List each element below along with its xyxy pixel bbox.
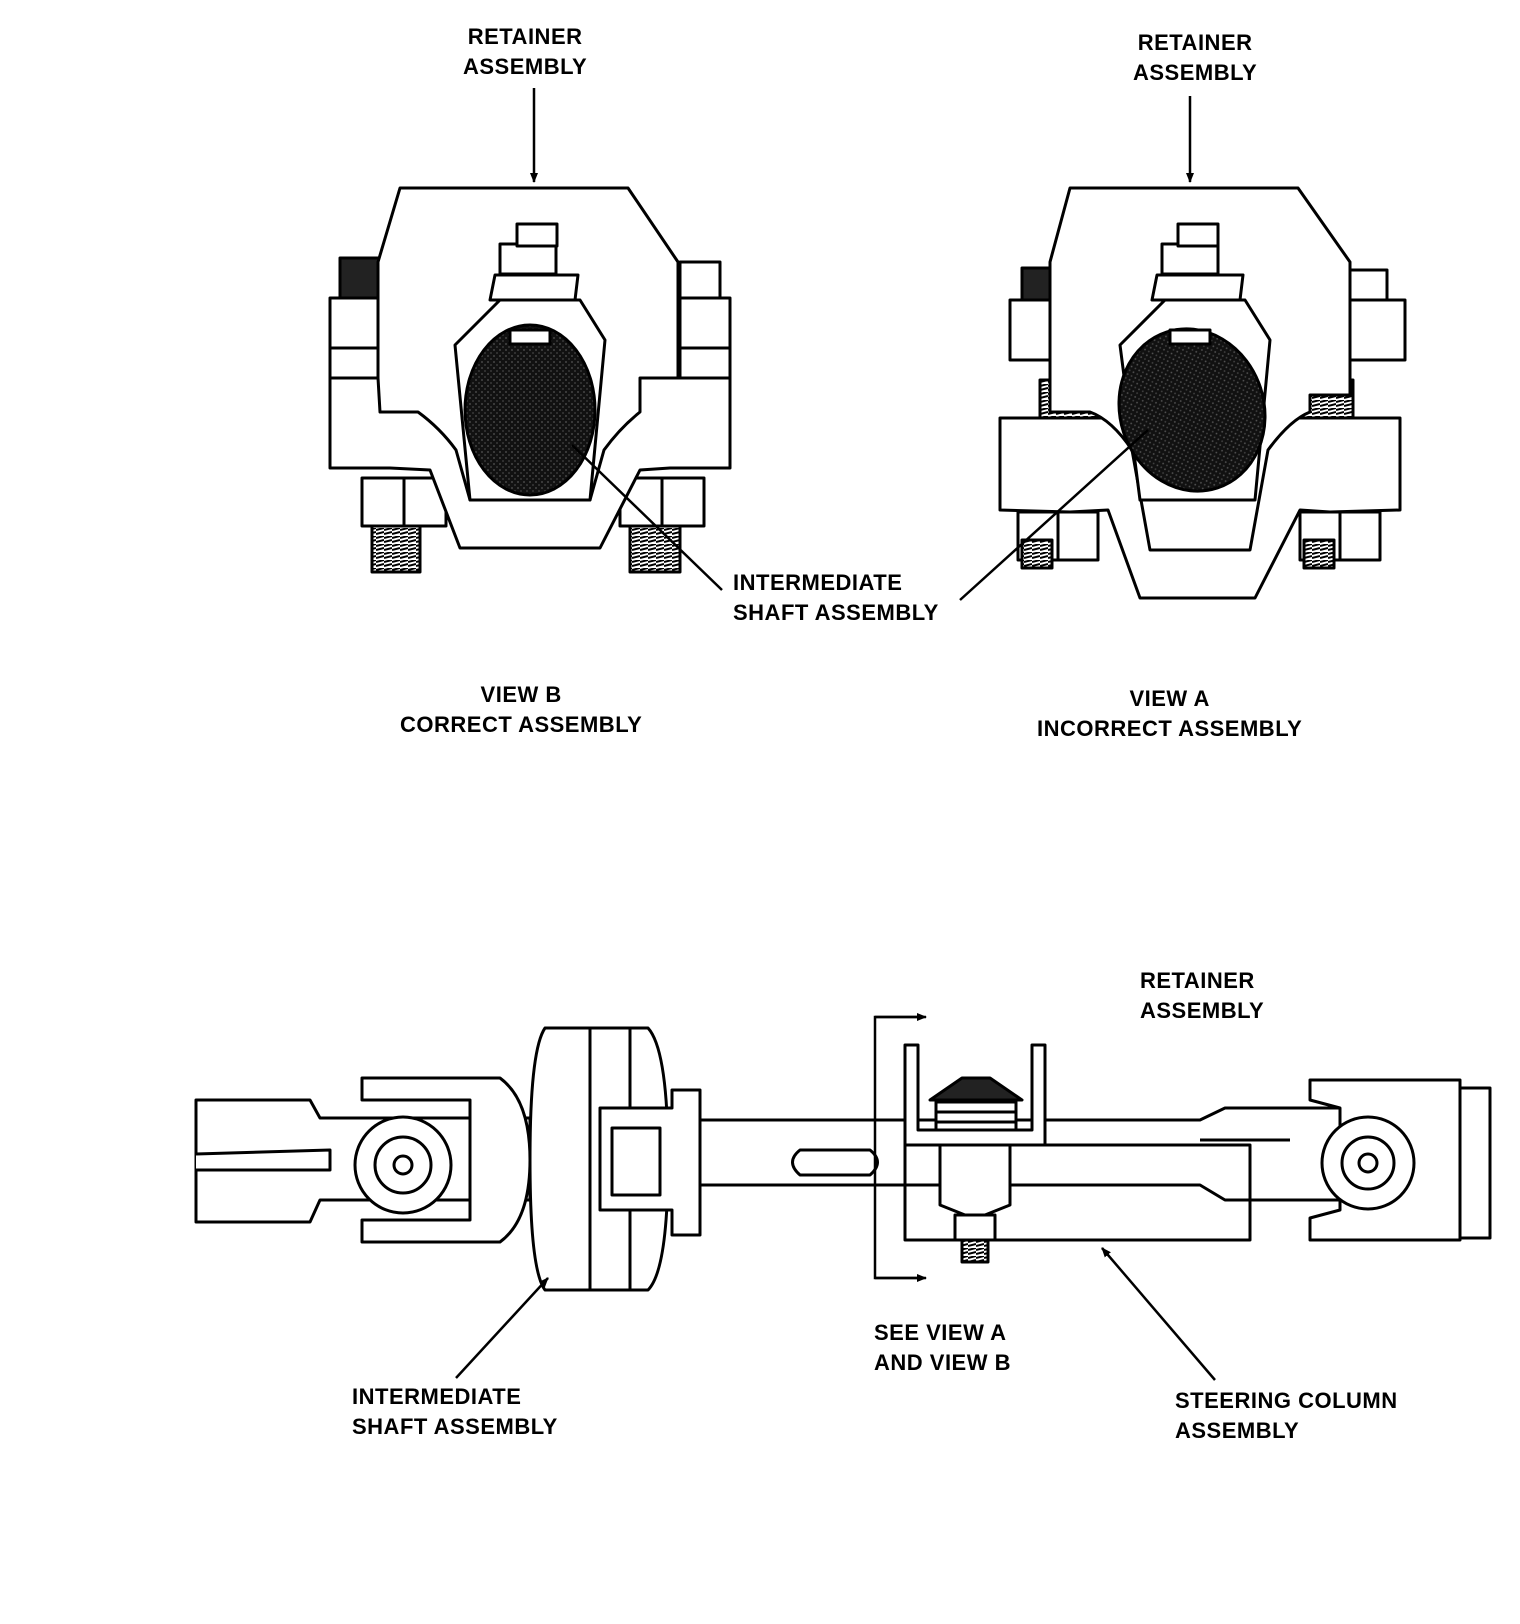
view-a-intermediate-shaft	[1117, 327, 1267, 493]
view-b-left-thread	[370, 518, 422, 574]
side-view-drawing	[194, 1026, 1492, 1292]
view-b-shaft-leader	[571, 444, 723, 591]
see-view-label: SEE VIEW A AND VIEW B	[874, 1320, 1011, 1375]
top-leader-lines	[530, 88, 1194, 601]
view-b-caption: VIEW B CORRECT ASSEMBLY	[400, 682, 643, 737]
view-b-left-bolt-head	[328, 296, 382, 350]
steering-column-label: STEERING COLUMN ASSEMBLY	[1175, 1388, 1398, 1443]
view-b-right-bolt-head	[678, 296, 732, 350]
view-b-drawing	[328, 186, 732, 574]
side-shaft-leader	[455, 1277, 549, 1379]
side-retainer-bolt	[960, 1238, 990, 1264]
side-shaft-label: INTERMEDIATE SHAFT ASSEMBLY	[352, 1384, 558, 1439]
view-b-intermediate-shaft	[463, 323, 597, 497]
view-b-retainer-label: RETAINER ASSEMBLY	[463, 24, 588, 79]
right-end-fitting	[1458, 1086, 1492, 1240]
view-a-drawing	[998, 186, 1407, 600]
side-retainer-label: RETAINER ASSEMBLY	[1140, 968, 1265, 1023]
view-a-retainer-label: RETAINER ASSEMBLY	[1133, 30, 1258, 85]
shared-shaft-label: INTERMEDIATE SHAFT ASSEMBLY	[733, 570, 939, 625]
view-a-shaft-leader	[959, 429, 1149, 601]
steering-column-leader	[1101, 1247, 1216, 1381]
view-a-caption: VIEW A INCORRECT ASSEMBLY	[1037, 686, 1303, 741]
side-leader-lines	[455, 1013, 1216, 1381]
view-b-right-thread	[628, 518, 682, 574]
